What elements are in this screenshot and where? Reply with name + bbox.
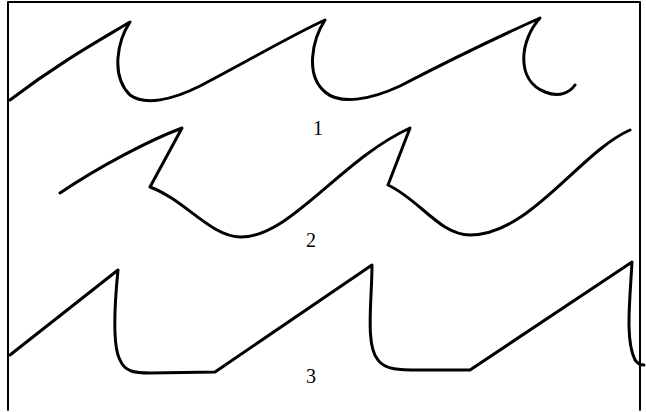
frame bbox=[8, 2, 640, 410]
wave-steep bbox=[60, 128, 630, 237]
wave-number: 3 bbox=[306, 366, 316, 386]
wave-number: 2 bbox=[306, 230, 316, 250]
wave-sawtooth bbox=[10, 262, 644, 373]
wave-number: 1 bbox=[313, 118, 323, 138]
wave-curling bbox=[10, 18, 575, 101]
